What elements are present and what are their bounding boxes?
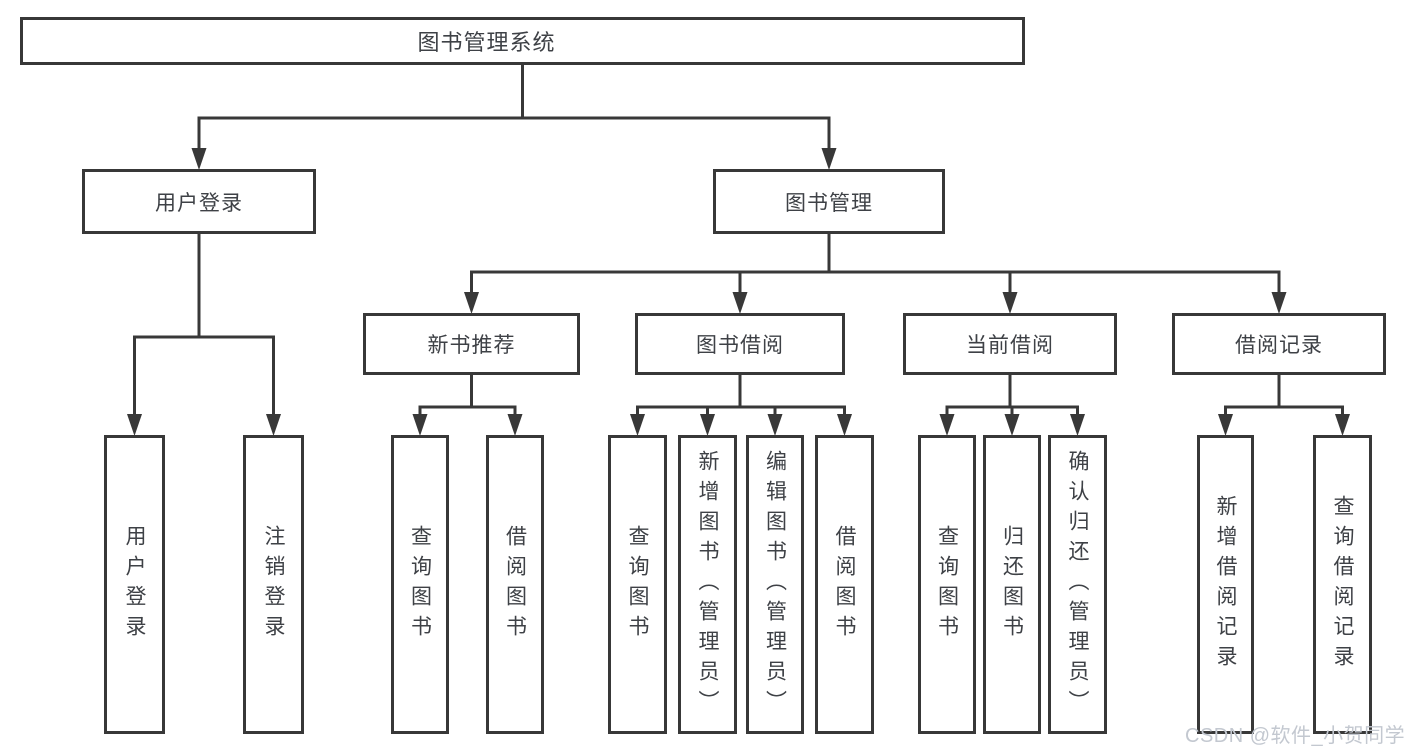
node-label: 图书管理系统 [417,30,556,55]
leaf-add-books-admin: 新增图书（管理员） [678,435,737,734]
node-label: 当前借阅 [966,334,1054,357]
leaf-label: 编辑图书（管理员） [763,449,787,720]
leaf-query-books: 查询图书 [918,435,976,734]
csdn-watermark: CSDN @软件_小贺同学 [1185,725,1405,747]
leaf-logout: 注销登录 [243,435,304,734]
node-book-management-branch: 图书管理 [713,169,945,234]
leaf-add-borrow-record: 新增借阅记录 [1197,435,1254,734]
leaf-borrow-books: 借阅图书 [815,435,874,734]
leaf-label: 归还图书 [1000,524,1024,645]
leaf-return-books: 归还图书 [983,435,1041,734]
node-new-book-recommend: 新书推荐 [363,313,580,375]
node-library-management-system: 图书管理系统 [20,17,1025,65]
leaf-label: 查询图书 [408,524,432,645]
leaf-label: 借阅图书 [833,524,856,645]
leaf-confirm-return-admin: 确认归还（管理员） [1048,435,1107,734]
node-book-borrowing: 图书借阅 [635,313,845,375]
leaf-label: 查询借阅记录 [1331,494,1354,675]
node-borrow-records: 借阅记录 [1172,313,1386,375]
leaf-query-borrow-record: 查询借阅记录 [1313,435,1372,734]
leaf-label: 确认归还（管理员） [1066,449,1089,720]
node-current-borrowing: 当前借阅 [903,313,1117,375]
node-label: 图书借阅 [696,334,784,357]
leaf-label: 新增借阅记录 [1214,494,1237,675]
leaf-label: 注销登录 [262,524,285,645]
leaf-query-books: 查询图书 [608,435,667,734]
leaf-edit-books-admin: 编辑图书（管理员） [746,435,804,734]
node-label: 借阅记录 [1235,334,1323,357]
leaf-label: 查询图书 [935,524,959,645]
node-label: 新书推荐 [427,334,516,357]
leaf-label: 用户登录 [123,524,146,645]
leaf-query-books: 查询图书 [391,435,449,734]
leaf-label: 借阅图书 [503,524,527,645]
leaf-user-login: 用户登录 [104,435,165,734]
node-user-login-branch: 用户登录 [82,169,316,234]
node-label: 用户登录 [155,191,243,215]
leaf-borrow-books: 借阅图书 [486,435,544,734]
leaf-label: 新增图书（管理员） [696,449,719,720]
leaf-label: 查询图书 [626,524,649,645]
node-label: 图书管理 [785,191,873,215]
